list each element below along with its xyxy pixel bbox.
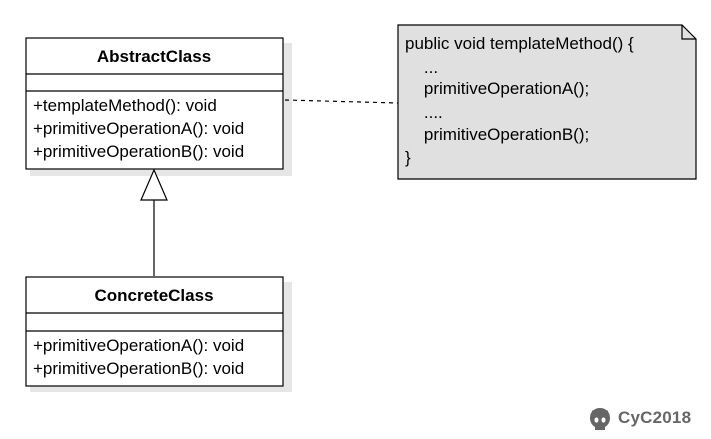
abstract-class-name: AbstractClass <box>97 47 211 66</box>
note-connector-dashed-line <box>284 99 399 104</box>
note-folded-corner <box>681 25 696 40</box>
abstract-class-box: AbstractClass +templateMethod(): void +p… <box>25 37 292 176</box>
inheritance-arrow <box>140 168 168 276</box>
concrete-class-name: ConcreteClass <box>94 286 213 305</box>
note-line-2: ... <box>405 58 438 77</box>
note-line-6: } <box>405 148 411 167</box>
note-line-4: .... <box>405 103 443 122</box>
code-note: public void templateMethod() { ... primi… <box>397 24 697 180</box>
note-line-5: primitiveOperationB(); <box>405 125 589 144</box>
abstract-class-method-1: +templateMethod(): void <box>33 96 217 115</box>
abstract-class-border <box>25 37 284 170</box>
github-octocat-icon <box>586 404 614 432</box>
concrete-class-method-1: +primitiveOperationA(): void <box>33 336 244 355</box>
concrete-class-method-2: +primitiveOperationB(): void <box>33 359 244 378</box>
watermark-text: CyC2018 <box>618 408 692 427</box>
note-body <box>397 24 697 180</box>
abstract-class-method-2: +primitiveOperationA(): void <box>33 119 244 138</box>
note-line-1: public void templateMethod() { <box>405 34 634 53</box>
note-line-3: primitiveOperationA(); <box>405 79 589 98</box>
inheritance-arrowhead <box>140 168 168 201</box>
watermark: CyC2018 <box>586 404 691 432</box>
concrete-class-box: ConcreteClass +primitiveOperationA(): vo… <box>25 276 292 392</box>
abstract-class-method-3: +primitiveOperationB(): void <box>33 142 244 161</box>
